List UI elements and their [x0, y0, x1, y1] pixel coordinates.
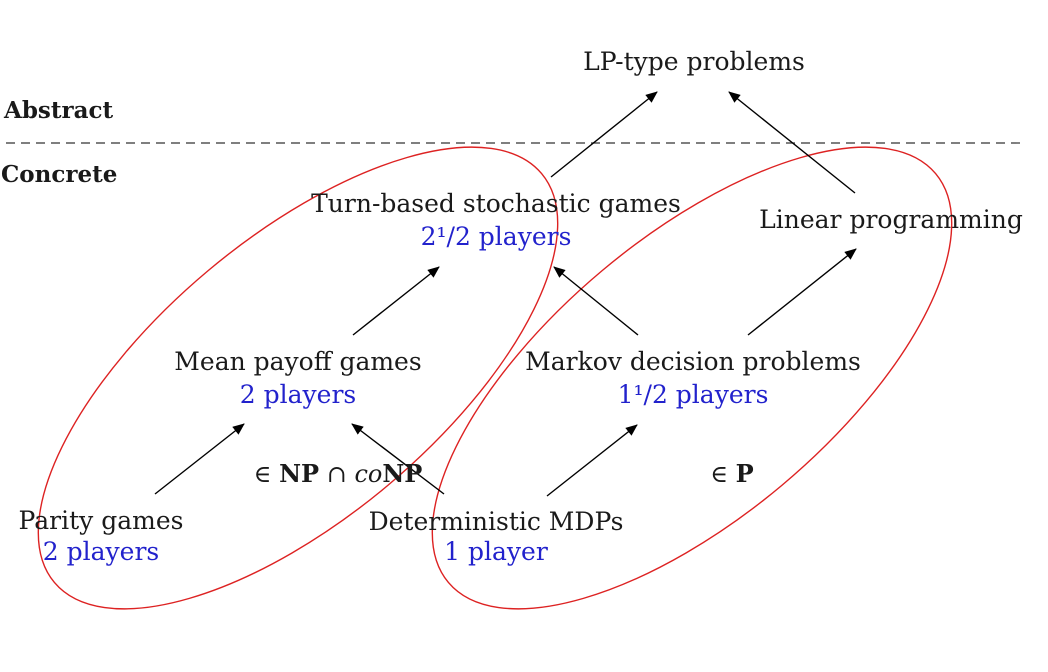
np-conp-ellipse [37, 146, 559, 610]
np-conp-np: NP [279, 459, 320, 488]
arrow-det-mdp-to-markov [546, 424, 638, 497]
node-linear-prog-title: Linear programming [759, 205, 1023, 234]
p-in-symbol: ∈ [710, 460, 729, 488]
node-markov-title: Markov decision problems [525, 347, 861, 376]
node-markov-players: 1¹/2 players [617, 380, 769, 409]
node-turn-based-players: 2¹/2 players [420, 222, 572, 251]
np-conp-co: co [354, 460, 383, 488]
node-lp-type-title: LP-type problems [583, 47, 805, 76]
node-mean-payoff-players: 2 players [239, 380, 357, 409]
np-conp-in-symbol: ∈ [253, 460, 272, 488]
complexity-p-label: ∈ P [710, 459, 753, 489]
node-parity-title: Parity games [18, 506, 184, 535]
arrow-linear-prog-to-lp-type [728, 91, 856, 194]
node-det-mdp-title: Deterministic MDPs [368, 507, 624, 536]
p-ellipse [431, 146, 953, 610]
abstract-label: Abstract [4, 97, 114, 124]
arrow-parity-to-mean-payoff [154, 423, 245, 495]
concrete-label: Concrete [1, 161, 118, 188]
np-conp-np2: NP [382, 459, 423, 488]
np-conp-cap-symbol: ∩ [326, 460, 347, 488]
arrow-det-mdp-to-mean-payoff [351, 423, 445, 495]
arrow-markov-to-turn-based [553, 266, 639, 336]
complexity-np-conp-label: ∈ NP ∩ coNP [254, 459, 423, 489]
node-mean-payoff-title: Mean payoff games [174, 347, 422, 376]
arrow-turn-based-to-lp-type [550, 91, 658, 178]
node-det-mdp-players: 1 player [444, 537, 548, 566]
node-turn-based-title: Turn-based stochastic games [311, 189, 681, 218]
p-class: P [735, 459, 754, 488]
arrow-mean-payoff-to-turn-based [352, 266, 440, 336]
arrow-markov-to-linear-prog [747, 248, 857, 336]
node-parity-players: 2 players [42, 537, 160, 566]
